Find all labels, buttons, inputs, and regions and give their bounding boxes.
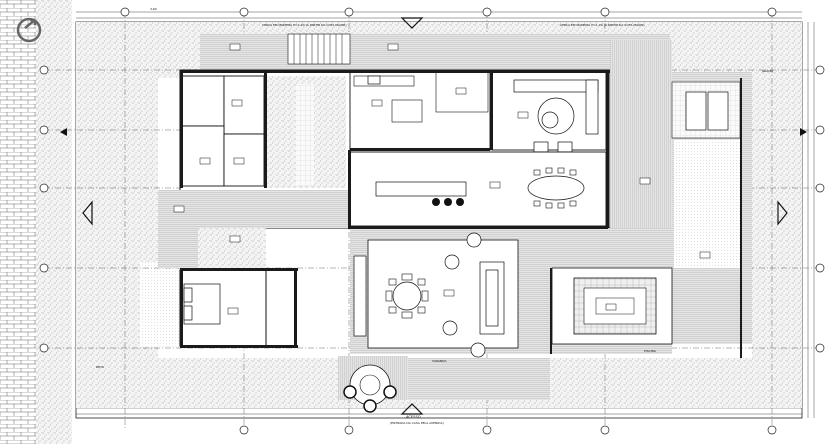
bar-stools [432,198,464,206]
lawn-label: GRAMA [762,69,774,73]
outdoor-plant-pot [466,232,482,248]
room-closet [223,75,265,135]
room-laundry [181,75,225,127]
room-suite-bath [265,269,297,347]
right-lawn [674,140,740,268]
entry-round-lounge [343,364,397,413]
armchair-right [557,141,573,153]
garden-path [198,228,266,268]
sofa-side [585,79,599,135]
top-fence-note-right: CERCA EM MADEIRA H=1,20 (A PARTIR DA COT… [560,23,645,27]
deck-label: DECK [96,365,105,369]
dimension-text: 3,60 [150,7,157,11]
courtyard-walk [296,84,314,186]
bar-counter [375,181,467,197]
dining-chairs [533,167,577,209]
side-lot-strip [36,0,72,444]
left-deck-lower [158,228,198,268]
right-yard-gravel [752,78,802,358]
kitchen-island [391,99,423,123]
interior-wall [350,148,490,151]
outdoor-plant-pot [470,342,486,358]
bottom-deck [408,358,550,400]
veranda-label: VARANDA [432,359,447,363]
entry-stair-treads [293,34,343,64]
room-tags [173,43,711,315]
outdoor-chairs [385,273,429,319]
pillow [183,305,193,321]
outdoor-plant-pot [444,254,460,270]
lounger-1 [685,91,707,131]
pillow [183,287,193,303]
round-side-table [541,111,559,129]
garden-planting [140,262,182,347]
grill-counter [353,255,367,337]
pool-label: PISCINA [644,349,657,353]
entrance-note: (ENTRADA DA CASA PELA AVENIDA) [390,421,444,425]
left-deck [158,190,350,228]
room-bath-1 [181,125,225,187]
stove-icon [367,75,381,85]
brick-wall-strip [0,0,36,444]
armchair-left [533,141,549,153]
triangle-section-marker-icon [60,17,807,415]
entry-stair [287,33,351,65]
entry-deck [200,34,670,70]
circle-arrow-logo-icon [16,17,42,43]
exterior-walls [180,70,742,358]
oval-dining-table [527,175,585,201]
kitchen-counter [353,75,415,87]
access-label: ACESSO [406,415,421,419]
outdoor-plant-pot [442,320,458,336]
l-shaped-sofa [513,79,599,93]
lounger-2 [707,91,729,131]
round-outdoor-table [392,281,422,311]
right-deck [610,40,672,228]
top-fence-note: CERCA EM MADEIRA H=1,20 (A PARTIR DA COT… [262,23,347,27]
grid-axis-bubble-icon [39,7,825,435]
outdoor-sofa-inner [485,269,499,327]
